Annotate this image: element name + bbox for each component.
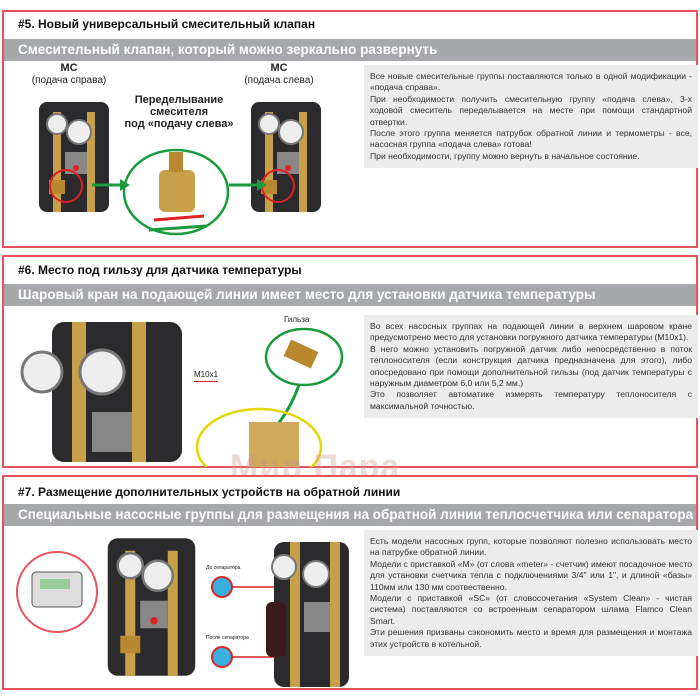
paragraph: Есть модели насосных групп, которые позв… [370,536,692,558]
paragraph: При необходимости, группу можно вернуть … [370,150,640,161]
left-label-title: МС [60,62,78,74]
paragraph: В него можно установить погружной датчик… [370,343,692,389]
pump-group-meter-image [106,537,197,677]
section-title: #6. Место под гильзу для датчика темпера… [18,263,302,277]
pump-group-right-feed-image [38,101,110,213]
heat-meter-image [16,551,98,633]
center-label: Переделывание смесителя под «подачу слев… [119,94,239,130]
center-label-line: Переделывание [134,94,224,106]
before-separator-label: До сепаратора [206,565,241,571]
section-subtitle-bar: Шаровый кран на подающей линии имеет мес… [4,284,696,306]
description-panel: Все новые смесительные группы поставляют… [364,65,698,169]
pump-group-image [20,322,182,462]
pump-group-left-feed-image [250,101,322,213]
section-return-line-devices: #7. Размещение дополнительных устройств … [2,475,698,690]
right-label: МС(подача слева) [234,62,324,87]
after-separator-label: После сепаратора [206,635,249,641]
section-subtitle-bar: Специальные насосные группы для размещен… [4,504,696,526]
paragraph: Модели с приставкой «SC» (от словосочета… [370,593,692,626]
left-label: МС(подача справа) [24,62,114,87]
description-panel: Во всех насосных группах на подающей лин… [364,315,698,419]
paragraph: После этого группа меняется патрубок обр… [370,128,692,150]
valve-conversion-image [122,148,230,236]
arrow-icon [229,179,267,191]
paragraph: Во всех насосных группах на подающей лин… [370,321,692,343]
paragraph: Это позволяет автоматике измерять темпер… [370,389,692,411]
description-panel: Есть модели насосных групп, которые позв… [364,530,698,657]
sleeve-detail-image [195,327,344,467]
arrow-icon [92,179,130,191]
paragraph: При необходимости получить смесительную … [370,93,692,127]
section-sensor-sleeve: #6. Место под гильзу для датчика темпера… [2,255,698,468]
center-label-line: под «подачу слева» [124,118,234,130]
paragraph: Модели с приставкой «М» (от слова «meter… [370,558,692,592]
sleeve-label: Гильза [284,315,310,324]
section-title: #7. Размещение дополнительных устройств … [18,485,401,499]
right-label-title: МС [270,62,288,74]
section-mixing-valve: #5. Новый универсальный смесительный кла… [2,10,698,248]
pump-group-separator-image [211,542,349,687]
section-subtitle-bar: Смесительный клапан, который можно зерка… [4,39,696,61]
thread-label: M10x1 [194,369,219,382]
paragraph: Все новые смесительные группы поставляют… [370,71,692,93]
section-title: #5. Новый универсальный смесительный кла… [18,17,316,31]
center-label-line: смесителя [149,106,209,118]
left-label-sub: (подача справа) [31,75,107,86]
right-label-sub: (подача слева) [244,75,314,86]
paragraph: Эти решения призваны сэкономить место и … [370,627,692,649]
